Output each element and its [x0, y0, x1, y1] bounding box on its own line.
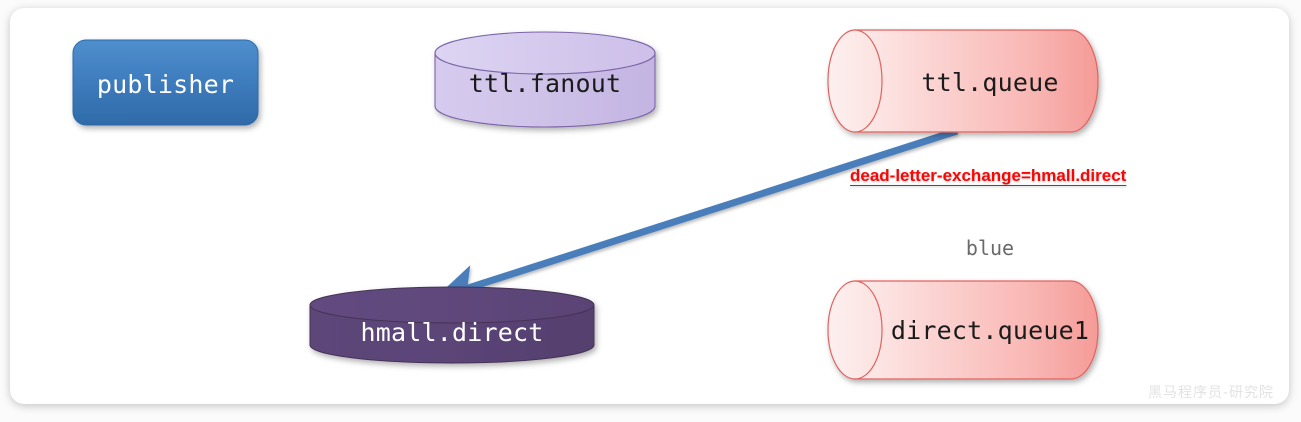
node-ttl-queue[interactable]: [827, 29, 1099, 133]
node-hmall-direct[interactable]: [309, 286, 595, 364]
edge-ttlqueue-to-hmalldirect: [434, 127, 959, 306]
node-ttl-fanout[interactable]: [434, 31, 656, 128]
node-publisher[interactable]: [72, 39, 259, 126]
node-direct-queue1[interactable]: [827, 280, 1099, 380]
